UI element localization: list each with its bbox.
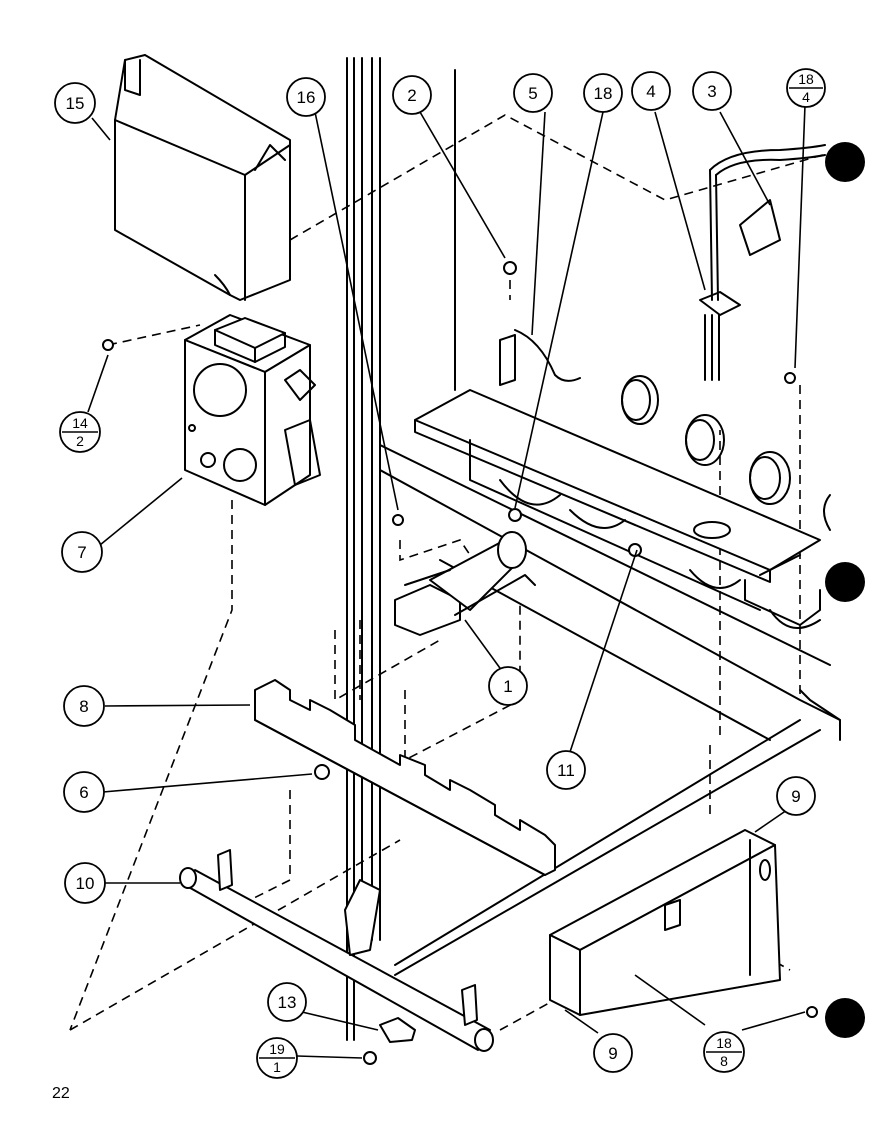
callout-18: 18: [583, 73, 623, 113]
callout-14-over-2: 14 2: [59, 411, 101, 453]
callout-6-label: 6: [79, 783, 88, 802]
gas-manifold-pipe: [179, 849, 494, 1052]
callout-6: 6: [63, 771, 105, 813]
callout-8-label: 8: [79, 697, 88, 716]
callout-1-label: 1: [503, 677, 512, 696]
callout-4-label: 4: [646, 82, 655, 101]
burner-bracket: [254, 679, 556, 876]
page-number: 22: [52, 1085, 70, 1102]
control-cover: [114, 54, 291, 301]
callout-2: 2: [392, 75, 432, 115]
callout-11-label: 11: [557, 761, 575, 780]
gas-valve: [184, 314, 321, 506]
callout-9-lower-label: 9: [608, 1044, 617, 1063]
callout-9-upper: 9: [776, 776, 816, 816]
callout-16: 16: [286, 77, 326, 117]
fasteners: [102, 144, 826, 1065]
callout-3: 3: [692, 71, 732, 111]
callout-13: 13: [267, 982, 307, 1022]
callout-7: 7: [61, 531, 103, 573]
callout-5-label: 5: [528, 84, 537, 103]
callout-10-label: 10: [76, 874, 95, 893]
callout-15: 15: [54, 82, 96, 124]
callout-11: 11: [546, 750, 586, 790]
access-panel: [549, 829, 781, 1016]
callout-19-over-1-bottom: 1: [273, 1059, 281, 1075]
callout-15-label: 15: [66, 94, 85, 113]
callout-18-over-8: 18 8: [703, 1031, 745, 1073]
callout-18-label: 18: [594, 84, 613, 103]
callout-2-label: 2: [407, 86, 416, 105]
callout-18-over-8-bottom: 8: [720, 1053, 728, 1069]
callout-19-over-1-top: 19: [269, 1041, 285, 1057]
callout-18-over-4-bottom: 4: [802, 89, 810, 105]
callout-18-over-8-top: 18: [716, 1035, 732, 1051]
callout-8: 8: [63, 685, 105, 727]
burner-manifold: [414, 375, 831, 629]
callout-4: 4: [631, 71, 671, 111]
callout-13-label: 13: [278, 993, 297, 1012]
burner-orifice: [394, 531, 536, 636]
connection-dots: [825, 142, 865, 1038]
callout-3-label: 3: [707, 82, 716, 101]
callout-18-over-4-top: 18: [798, 71, 814, 87]
callout-18-over-4: 18 4: [786, 68, 826, 108]
callout-19-over-1: 19 1: [256, 1037, 298, 1079]
callout-10: 10: [64, 862, 106, 904]
callout-16-label: 16: [297, 88, 316, 107]
cabinet-frame: [346, 57, 841, 1041]
callout-9-lower: 9: [593, 1033, 633, 1073]
callout-7-label: 7: [77, 543, 86, 562]
callout-14-over-2-bottom: 2: [76, 433, 84, 449]
callout-9-upper-label: 9: [791, 787, 800, 806]
callout-1: 1: [488, 666, 528, 706]
leader-lines: [87, 104, 806, 1059]
callout-5: 5: [513, 73, 553, 113]
callout-14-over-2-top: 14: [72, 415, 88, 431]
